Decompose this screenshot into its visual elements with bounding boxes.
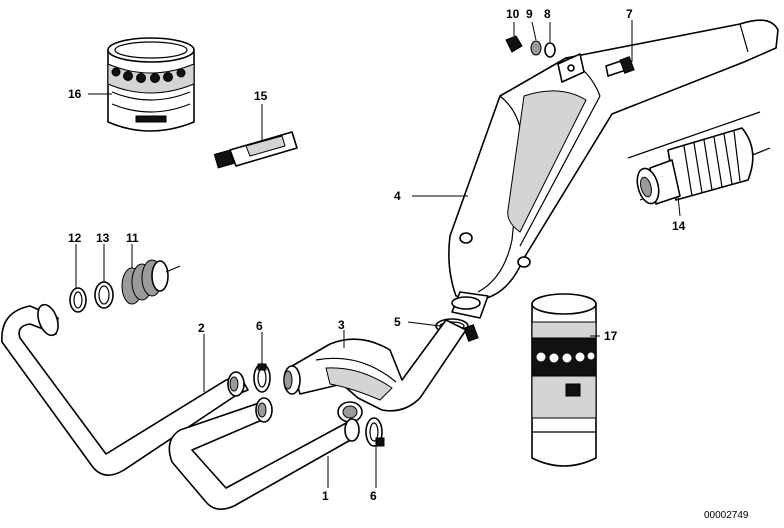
- callout-15: 15: [254, 89, 268, 103]
- callout-9: 9: [526, 7, 533, 21]
- insert-14-ribs: [683, 130, 741, 197]
- callout-13: 13: [96, 231, 110, 245]
- callout-10: 10: [506, 7, 520, 21]
- part-1-exhaust-pipe: [168, 397, 360, 510]
- can-17-dots: [536, 352, 595, 363]
- part-15-paste-tube: [213, 131, 298, 169]
- callout-leaders: [75, 20, 681, 488]
- part-13-gasket: [94, 281, 114, 309]
- part-17-spray-can: [531, 293, 597, 467]
- callout-3: 3: [338, 318, 345, 332]
- parts-7-10-mounting-hardware: [505, 35, 635, 83]
- callout-labels: 1 2 3 4 5 6 6 7 8 9 10 11 12 13 14 15 16…: [68, 7, 686, 503]
- callout-5: 5: [394, 315, 401, 329]
- callout-2: 2: [198, 321, 205, 335]
- callout-14: 14: [672, 219, 686, 233]
- part-2-exhaust-pipe: [1, 303, 249, 476]
- part-11-spring: [121, 259, 181, 305]
- callout-16: 16: [68, 87, 82, 101]
- part-6-clamp-upper: [253, 363, 271, 393]
- part-14-silencer-insert: [627, 111, 771, 205]
- part-12-gasket: [69, 287, 87, 313]
- part-16-paste-tin: [107, 37, 195, 132]
- callout-6-upper: 6: [256, 319, 263, 333]
- callout-11: 11: [126, 231, 139, 245]
- callout-6-lower: 6: [370, 489, 377, 503]
- part-3-y-pipe: [283, 319, 467, 423]
- tin-16-dots: [111, 67, 186, 83]
- part-4-muffler: [448, 19, 779, 319]
- reference-number: 00002749: [704, 510, 749, 521]
- callout-17: 17: [604, 329, 618, 343]
- callout-7: 7: [626, 7, 633, 21]
- callout-1: 1: [322, 489, 329, 503]
- callout-4: 4: [394, 189, 401, 203]
- callout-12: 12: [68, 231, 82, 245]
- callout-8: 8: [544, 7, 551, 21]
- part-6-clamp-lower: [365, 417, 385, 447]
